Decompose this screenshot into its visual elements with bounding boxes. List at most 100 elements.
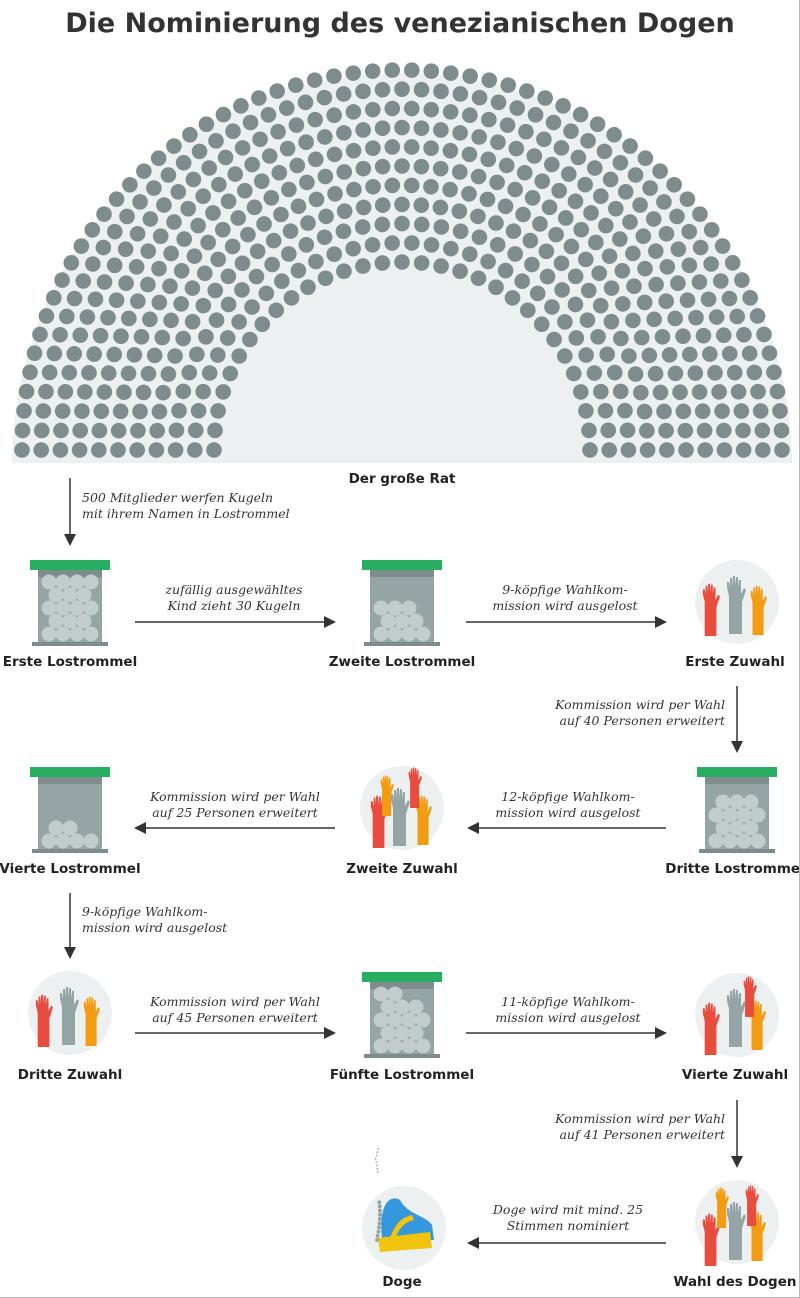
council-member-dot xyxy=(641,347,658,364)
council-member-dot xyxy=(355,122,371,138)
council-member-dot xyxy=(85,256,101,272)
council-member-dot xyxy=(14,422,31,439)
ball xyxy=(387,1038,403,1054)
council-member-dot xyxy=(602,171,619,188)
council-member-dot xyxy=(38,308,55,324)
council-member-dot xyxy=(443,240,459,257)
council-member-dot xyxy=(91,442,107,458)
council-member-dot xyxy=(691,384,708,400)
council-member-dot xyxy=(461,186,477,202)
node-erste-zuwahl: Erste Zuwahl xyxy=(685,654,785,670)
council-member-dot xyxy=(364,101,381,118)
council-member-dot xyxy=(488,215,504,231)
council-member-dot xyxy=(93,403,110,420)
ball xyxy=(394,999,410,1015)
council-member-dot xyxy=(470,270,487,287)
council-member-dot xyxy=(81,365,97,381)
council-member-dot xyxy=(96,384,113,400)
council-member-dot xyxy=(627,167,644,183)
council-member-dot xyxy=(567,268,584,285)
council-member-dot xyxy=(679,191,696,207)
council-member-dot xyxy=(211,176,227,193)
council-member-dot xyxy=(132,403,148,420)
ball xyxy=(715,794,731,810)
council-member-dot xyxy=(215,106,232,123)
council-member-dot xyxy=(271,164,288,181)
council-member-dot xyxy=(642,180,658,196)
council-member-dot xyxy=(175,383,192,400)
council-member-dot xyxy=(733,403,750,419)
council-member-dot xyxy=(592,297,609,314)
council-member-dot xyxy=(541,199,558,216)
council-member-dot xyxy=(219,330,236,346)
council-member-dot xyxy=(497,262,514,279)
council-member-dot xyxy=(583,205,599,221)
council-member-dot xyxy=(615,296,631,312)
council-member-dot xyxy=(452,263,468,280)
council-member-dot xyxy=(394,119,410,136)
ball xyxy=(394,613,410,629)
council-member-dot xyxy=(679,292,696,308)
council-member-dot xyxy=(289,157,306,174)
council-member-dot xyxy=(72,327,89,344)
council-member-dot xyxy=(654,329,671,345)
council-member-dot xyxy=(355,160,372,177)
council-member-dot xyxy=(52,326,68,343)
council-member-dot xyxy=(471,229,488,246)
council-member-dot xyxy=(656,403,672,420)
council-member-dot xyxy=(567,296,584,313)
ball xyxy=(401,600,417,616)
council-member-dot xyxy=(163,245,179,262)
ball xyxy=(373,600,389,616)
council-member-dot xyxy=(716,442,733,458)
council-member-dot xyxy=(365,178,381,195)
council-member-dot xyxy=(336,125,352,141)
council-member-dot xyxy=(526,148,543,164)
council-member-dot xyxy=(355,199,372,216)
council-member-dot xyxy=(240,226,256,243)
council-member-dot xyxy=(500,77,517,93)
council-member-dot xyxy=(306,72,323,88)
council-member-dot xyxy=(622,138,638,154)
council-member-dot xyxy=(766,364,782,381)
council-member-dot xyxy=(581,422,597,439)
council-member-dot xyxy=(210,347,226,363)
council-member-dot xyxy=(577,251,594,268)
council-member-dot xyxy=(77,384,93,400)
council-member-dot xyxy=(596,143,613,160)
ball xyxy=(736,807,752,823)
council-member-dot xyxy=(54,403,71,419)
council-member-dot xyxy=(652,163,668,179)
council-member-dot xyxy=(700,291,717,308)
council-member-dot xyxy=(675,328,691,345)
council-member-dot xyxy=(220,193,237,210)
council-member-dot xyxy=(298,237,315,253)
council-member-dot xyxy=(633,384,649,401)
council-member-dot xyxy=(702,346,718,362)
ball xyxy=(48,587,64,603)
council-member-dot xyxy=(130,422,146,439)
council-member-dot xyxy=(413,120,430,136)
council-member-dot xyxy=(150,150,167,167)
raised-hands-icon xyxy=(695,560,779,644)
council-member-dot xyxy=(162,278,178,295)
council-member-dot xyxy=(606,126,622,143)
ball xyxy=(373,1012,389,1028)
council-member-dot xyxy=(617,402,633,419)
council-member-dot xyxy=(126,347,143,363)
step-note-8: 11-köpfige Wahlkom-mission wird ausgelos… xyxy=(495,994,641,1025)
council-member-dot xyxy=(413,255,430,271)
council-member-dot xyxy=(621,348,637,364)
council-member-dot xyxy=(586,365,603,381)
council-member-dot xyxy=(317,270,334,287)
council-member-dot xyxy=(52,442,69,458)
council-member-dot xyxy=(227,166,244,182)
council-member-dot xyxy=(244,156,260,173)
council-member-dot xyxy=(533,316,550,333)
council-member-dot xyxy=(345,142,362,159)
council-member-dot xyxy=(639,442,656,458)
ball xyxy=(373,1038,389,1054)
